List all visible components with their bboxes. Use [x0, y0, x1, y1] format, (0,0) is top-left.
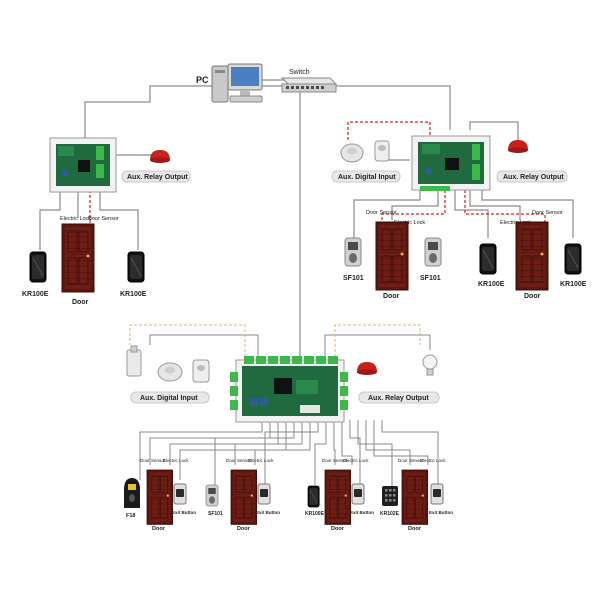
- exit-button-icon: [430, 483, 444, 505]
- relay-output-pill: [121, 170, 191, 183]
- network-cables: [39, 79, 574, 362]
- door-sensor-label: Door Sensor: [322, 458, 348, 463]
- sf101-label: SF101: [343, 275, 364, 282]
- controller-board-icon: [49, 137, 117, 193]
- keypad-reader-icon: [382, 486, 398, 506]
- door-label: Door: [331, 526, 345, 532]
- card-reader-icon: [564, 243, 582, 275]
- electric-lock-label: Electric Lock: [343, 458, 369, 463]
- controller-board-icon: [411, 135, 491, 191]
- f18-label: F18: [126, 513, 135, 519]
- door-sensor-label: Door Sensor: [532, 210, 563, 216]
- exit-button-icon: [351, 483, 365, 505]
- kr100e-label: KR100E: [22, 291, 49, 298]
- aux-relay-output-label-right: Aux. Relay Output: [503, 174, 564, 181]
- kr100e-label: KR100E: [478, 281, 505, 288]
- electric-lock-label: Electric Lock: [394, 220, 425, 226]
- card-reader-icon: [29, 251, 47, 283]
- aux-digital-input-label-center: Aux. Digital Input: [140, 395, 198, 402]
- switch-label: Switch: [289, 69, 310, 76]
- fingerprint-reader-icon: [205, 484, 219, 507]
- lamp-icon: [422, 354, 438, 376]
- pir-sensor-icon: [126, 345, 142, 377]
- exit-button-icon: [173, 483, 187, 505]
- door-icon: [401, 469, 429, 525]
- siren-icon: [508, 140, 528, 153]
- door-label: Door: [524, 293, 541, 300]
- door-label: Door: [237, 526, 251, 532]
- relay-output-pill: [358, 391, 440, 404]
- smoke-detector-icon: [157, 362, 183, 382]
- aux-digital-input-label-right: Aux. Digital Input: [338, 174, 396, 181]
- bottom-signal-cables: [129, 324, 421, 362]
- fingerprint-reader-icon: [344, 237, 362, 267]
- card-reader-icon: [127, 251, 145, 283]
- pir-sensor-icon: [192, 359, 210, 383]
- door-label: Door: [72, 299, 89, 306]
- relay-output-pill: [496, 170, 568, 183]
- aux-relay-output-label-center: Aux. Relay Output: [368, 395, 429, 402]
- signal-cables: [89, 121, 546, 225]
- pc-label: PC: [196, 75, 209, 85]
- controller-board-icon: [230, 356, 348, 423]
- switch-icon: [280, 77, 338, 93]
- fingerprint-reader-icon: [124, 478, 140, 508]
- card-reader-icon: [307, 485, 320, 508]
- door-sensor-label: Door Sensor: [366, 210, 397, 216]
- kr102e-label: KR102E: [380, 511, 400, 517]
- siren-icon: [150, 150, 170, 163]
- bottom-cables: [139, 334, 439, 490]
- electric-lock-label: Electric Lock: [420, 458, 446, 463]
- electric-lock-label: Electric Lock: [248, 458, 274, 463]
- door-icon: [61, 223, 95, 293]
- siren-icon: [357, 362, 377, 375]
- exit-button-label: Exit Button: [350, 510, 374, 515]
- electric-lock-label: Electric Lock: [163, 458, 189, 463]
- pc-icon: [211, 63, 263, 103]
- door-sensor-label: Door Sensor: [398, 458, 424, 463]
- door-icon: [230, 469, 258, 525]
- door-sensor-label: Door Sensor: [140, 458, 166, 463]
- door-icon: [375, 221, 409, 291]
- electric-lock-label: Electric Lock: [60, 216, 91, 222]
- kr100e-label: KR100E: [560, 281, 587, 288]
- smoke-detector-icon: [340, 143, 364, 163]
- exit-button-label: Exit Button: [429, 510, 453, 515]
- sf101-label: SF101: [208, 511, 223, 517]
- pir-sensor-icon: [374, 140, 390, 162]
- exit-button-label: Exit Button: [172, 510, 196, 515]
- door-icon: [515, 221, 549, 291]
- door-label: Door: [152, 526, 166, 532]
- card-reader-icon: [479, 243, 497, 275]
- exit-button-icon: [257, 483, 271, 505]
- digital-input-pill: [130, 391, 210, 404]
- door-sensor-label: Door Sensor: [88, 216, 119, 222]
- sf101-label: SF101: [420, 275, 441, 282]
- exit-button-label: Exit Button: [256, 510, 280, 515]
- aux-relay-output-label-left: Aux. Relay Output: [127, 174, 188, 181]
- digital-input-pill: [331, 170, 401, 183]
- door-sensor-label: Door Sensor: [226, 458, 252, 463]
- door-icon: [146, 469, 174, 525]
- door-icon: [324, 469, 352, 525]
- fingerprint-reader-icon: [424, 237, 442, 267]
- door-label: Door: [383, 293, 400, 300]
- kr100e-label: KR100E: [120, 291, 147, 298]
- door-label: Door: [408, 526, 422, 532]
- kr100e-label: KR100E: [305, 511, 325, 517]
